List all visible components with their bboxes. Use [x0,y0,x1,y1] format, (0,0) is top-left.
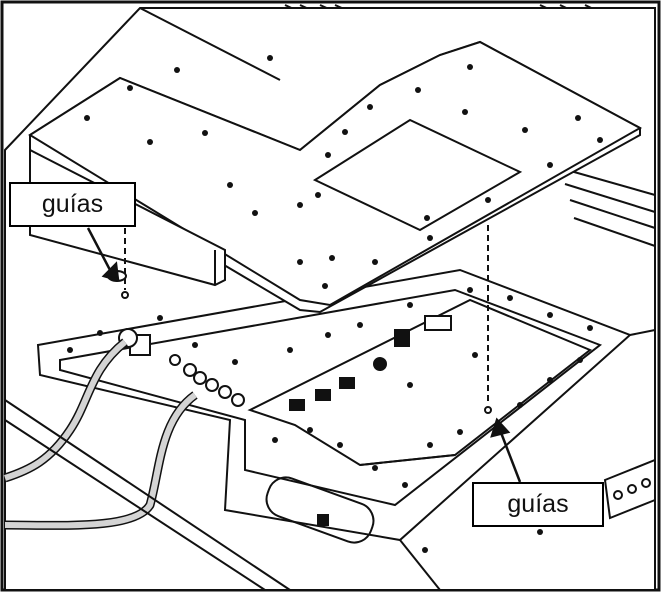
cover-screw-holes [84,55,603,289]
frame-screw-holes [67,287,593,553]
lower-rails [559,167,656,247]
side-connectors [603,458,656,520]
connector-ports [118,315,452,411]
monitor-bezel [4,329,656,591]
pointer-arrows [86,227,522,483]
guide-label-left: guías [9,182,136,227]
guide-label-right: guías [472,482,604,527]
cables [3,338,198,530]
